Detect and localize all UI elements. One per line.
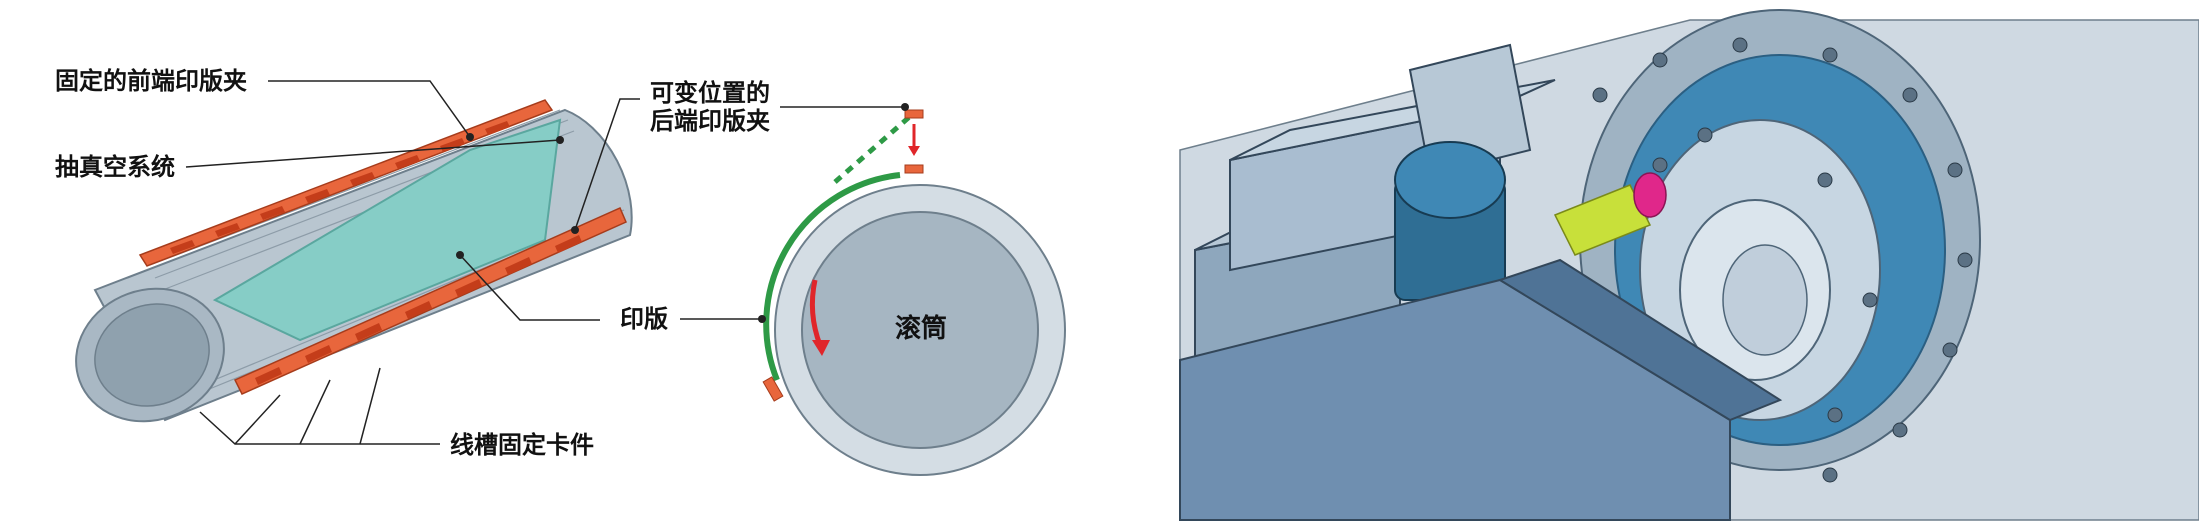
label-slot-fixing-clips: 线槽固定卡件 bbox=[450, 431, 594, 459]
drum-illustration bbox=[762, 109, 1066, 476]
base-wedge bbox=[1179, 278, 1731, 521]
label-vacuum-system: 抽真空系统 bbox=[55, 153, 175, 181]
label-drum: 滚筒 bbox=[895, 314, 948, 344]
plate-arc bbox=[763, 172, 901, 382]
plate-arc-dashed bbox=[833, 110, 917, 184]
rotation-arrow bbox=[809, 279, 823, 346]
rear-clamp-strip bbox=[233, 207, 627, 395]
front-clamp-strip bbox=[138, 99, 554, 267]
label-plate: 印版 bbox=[620, 305, 668, 333]
left-leader-dots bbox=[456, 133, 579, 259]
rear-clamp-top bbox=[904, 109, 924, 119]
cylinder-end-inner bbox=[94, 303, 210, 407]
cylinder-illustration bbox=[75, 99, 633, 423]
piston-yellow bbox=[1553, 184, 1652, 256]
base-wedge-side bbox=[1497, 258, 1783, 422]
rear-clamp-moved bbox=[904, 164, 924, 174]
knob-top bbox=[1394, 141, 1506, 219]
left-leader-lines bbox=[185, 80, 640, 445]
label-variable-rear-clamp-line2: 后端印版夹 bbox=[650, 107, 770, 135]
drum-inner bbox=[801, 211, 1039, 449]
printing-plate-teal bbox=[212, 118, 562, 342]
flange-bolts bbox=[1592, 37, 1973, 483]
label-fixed-front-clamp: 固定的前端印版夹 bbox=[55, 67, 247, 95]
middle-leader-lines bbox=[680, 106, 905, 320]
piston-magenta bbox=[1633, 172, 1667, 218]
front-clamp-bottom bbox=[762, 376, 784, 402]
label-variable-rear-clamp-line1: 可变位置的 bbox=[650, 79, 770, 107]
machine-illustration bbox=[1179, 9, 2199, 521]
hub-center bbox=[1722, 244, 1808, 356]
